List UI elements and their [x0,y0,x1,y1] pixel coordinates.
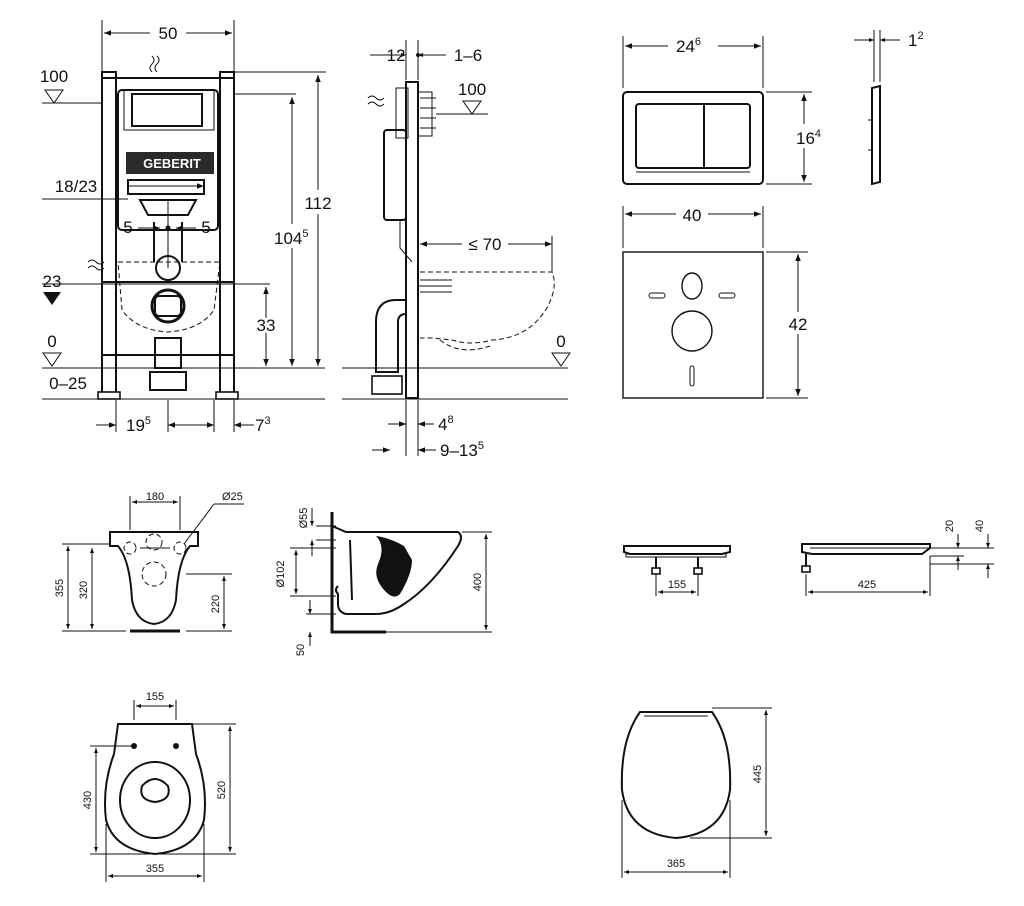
spacing-5-left-label: 5 [123,218,132,237]
frame-side-view: 12 1–6 100 ≤ 70 0 48 9–135 [342,40,571,460]
bowl-top-hole-spacing: 155 [146,691,164,703]
bowl-side-h400: 400 [472,573,484,591]
side-dim-9-135-label: 9–135 [440,440,484,460]
frame-front-view: 50 GEBERIT 100 [40,20,336,435]
seat-t20-label: 20 [944,520,956,532]
level-0-label: 0 [47,332,56,351]
side-depth-1-6-label: 1–6 [454,46,482,65]
bowl-side-h50: 50 [295,644,307,656]
bowl-side-d102: Ø102 [275,561,287,588]
flush-plate-drawing: 246 164 12 [622,30,924,186]
seat-top-view: 445 365 [620,707,772,878]
side-reach-label: ≤ 70 [469,235,502,254]
sound-insulation-mat: 40 42 [622,204,812,399]
plate-height-label: 164 [796,128,821,148]
frame-width-label: 50 [159,24,178,43]
height-1045-label: 1045 [274,228,309,248]
seat-top-height: 445 [752,765,764,783]
bowl-top-h520: 520 [216,781,228,799]
outlet-height-label: 33 [257,316,276,335]
plate-width-label: 246 [676,36,701,56]
bowl-front-hole-dia: Ø25 [222,491,243,503]
height-112-label: 112 [304,194,331,213]
side-dim-48-label: 48 [438,414,454,434]
level-100-label: 100 [40,67,68,86]
geberit-logo-text: GEBERIT [143,156,201,171]
outlet-23-label: 23 [43,272,62,291]
bowl-front-top-spacing: 180 [146,491,164,503]
bowl-side-section: Ø55 Ø102 50 400 [275,508,492,656]
bowl-front-h220: 220 [210,595,222,613]
mat-height-label: 42 [789,315,808,334]
bottom-195-label: 195 [126,415,151,435]
plate-thickness-label: 12 [908,30,924,50]
hinge-spacing-label: 155 [668,579,686,591]
bowl-top-h430: 430 [82,791,94,809]
bowl-side-d55: Ø55 [298,508,310,529]
bowl-top-width: 355 [146,863,164,875]
mat-width-label: 40 [683,206,702,225]
spacing-5-right-label: 5 [201,218,210,237]
bowl-front-h355: 355 [54,579,66,597]
bottom-73-label: 73 [255,415,271,435]
seat-length-label: 425 [858,579,876,591]
bowl-front-view: 180 Ø25 355 320 220 [54,491,244,633]
bowl-front-h320: 320 [78,581,90,599]
buttons-height-label: 18/23 [55,177,98,196]
seat-t40-label: 40 [974,520,986,532]
side-level-100-label: 100 [458,80,486,99]
bowl-top-view: 155 430 520 355 [82,691,236,882]
floor-range-label: 0–25 [49,374,87,393]
seat-top-width: 365 [667,858,685,870]
seat-hinge-views: 155 425 20 40 [623,520,994,596]
side-level-0-label: 0 [556,332,565,351]
side-depth-12-label: 12 [387,46,406,65]
